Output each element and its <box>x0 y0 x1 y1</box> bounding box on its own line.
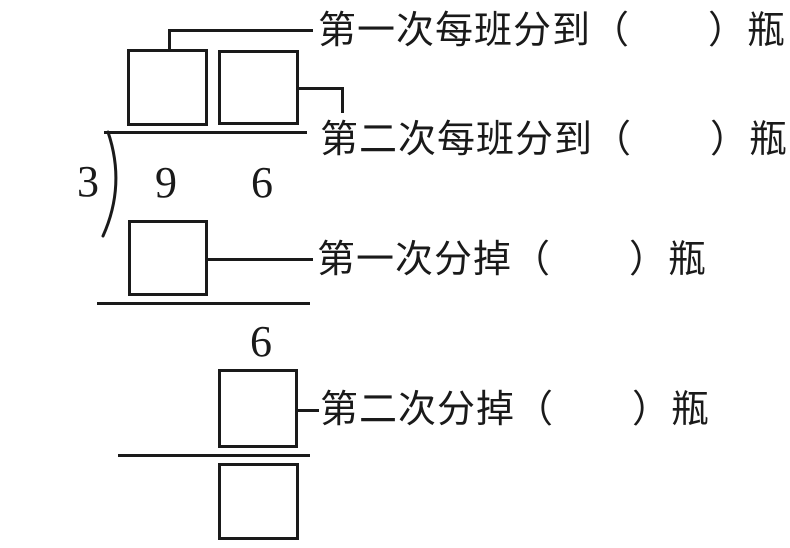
label-first-per-class: 第一次每班分到（ ）瓶 <box>318 10 787 52</box>
first-product-box[interactable] <box>128 220 208 296</box>
label-second-given: 第二次分掉（ ）瓶 <box>320 389 711 431</box>
divisor-digit: 3 <box>77 157 99 206</box>
subtraction-line-2 <box>118 454 310 457</box>
callout-line-first-per-class-horizontal <box>168 29 313 32</box>
callout-line-second-given <box>298 409 319 412</box>
quotient-ones-box[interactable] <box>218 50 299 125</box>
brought-down-digit: 6 <box>250 317 272 366</box>
remainder-box[interactable] <box>218 463 299 540</box>
division-bar <box>104 131 307 134</box>
subtraction-line-1 <box>97 302 310 305</box>
dividend-tens-digit: 9 <box>155 158 177 207</box>
quotient-tens-box[interactable] <box>127 49 208 126</box>
dividend-ones-digit: 6 <box>251 158 273 207</box>
second-product-box[interactable] <box>218 369 298 448</box>
callout-line-first-given <box>208 258 313 261</box>
callout-line-second-per-class-vertical <box>341 87 344 113</box>
callout-line-first-per-class-vertical <box>168 29 171 51</box>
label-second-per-class: 第二次每班分到（ ）瓶 <box>320 119 789 161</box>
callout-line-second-per-class-horizontal <box>299 87 344 90</box>
division-bracket-icon <box>101 130 118 238</box>
label-first-given: 第一次分掉（ ）瓶 <box>317 239 708 281</box>
